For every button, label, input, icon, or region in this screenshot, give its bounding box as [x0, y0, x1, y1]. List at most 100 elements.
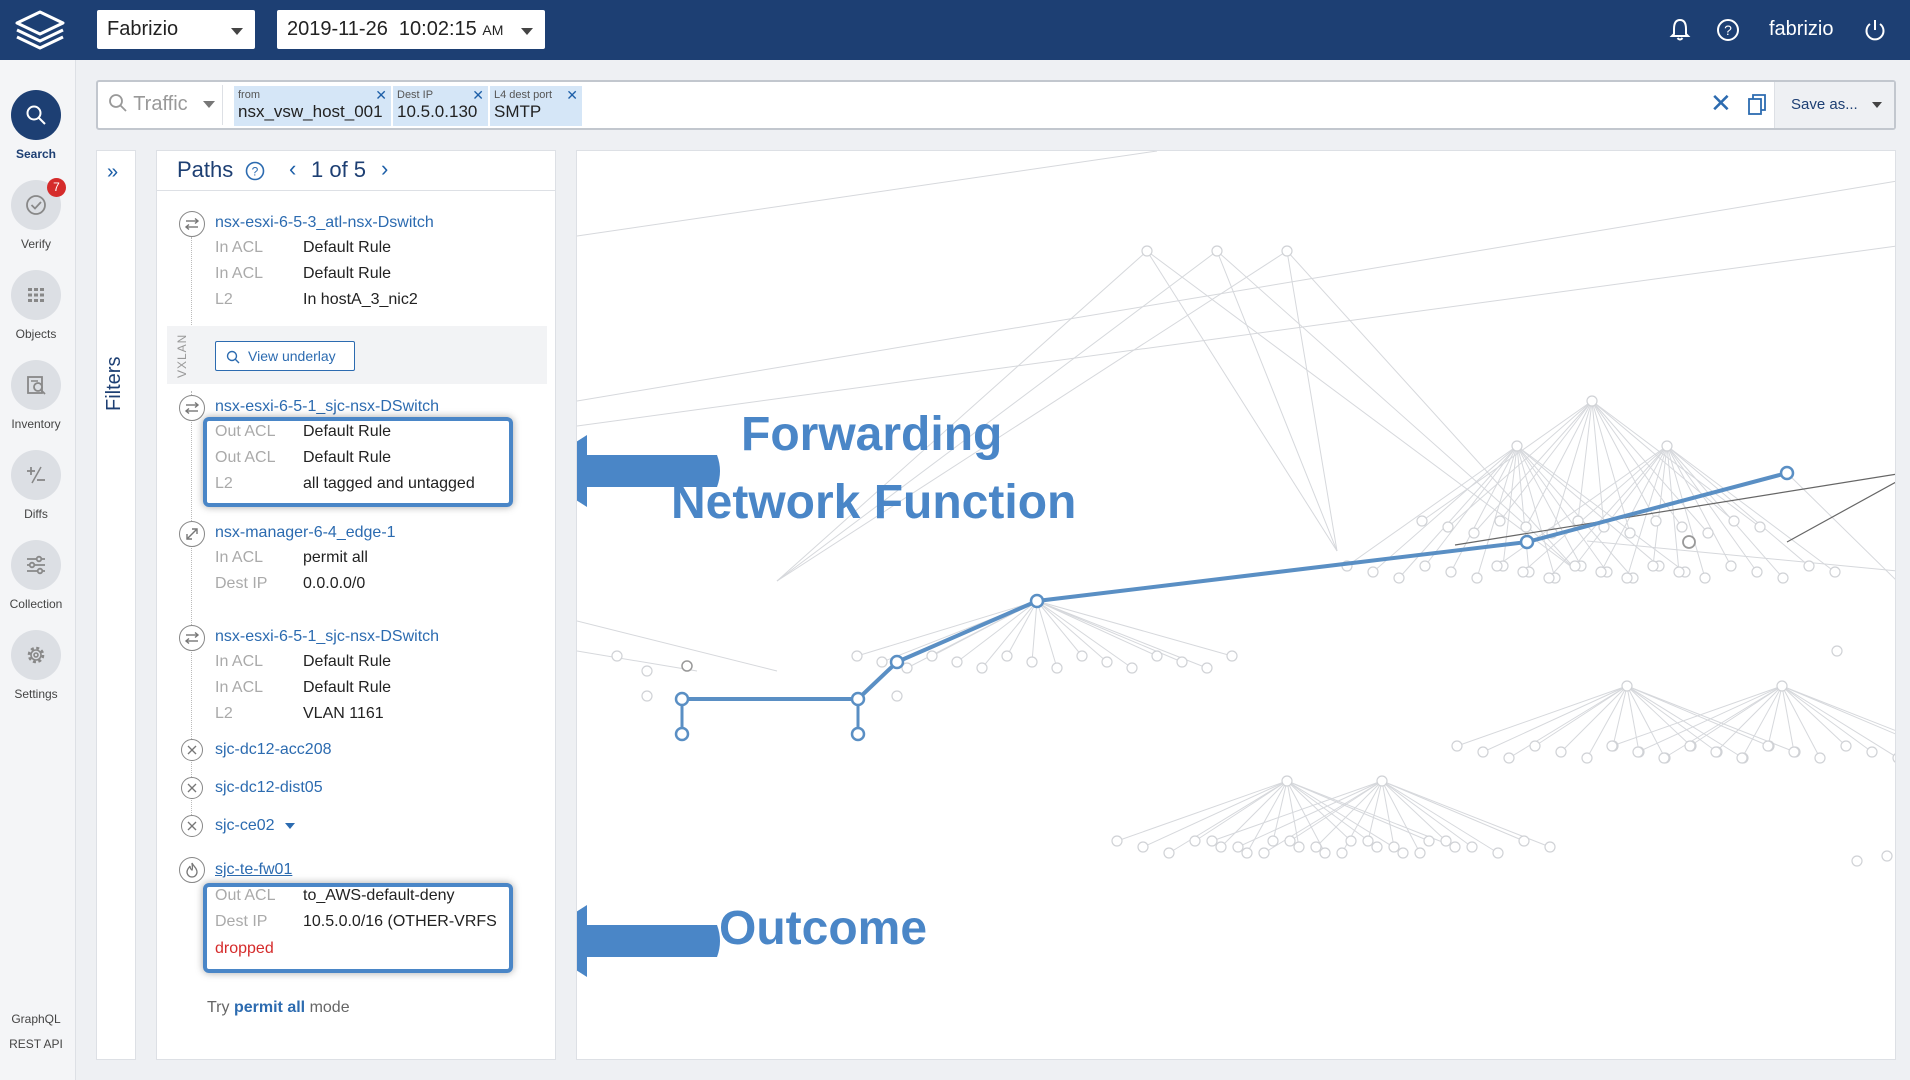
chip-remove-icon[interactable]: ✕ [375, 87, 387, 103]
hop-device-link[interactable]: sjc-ce02 [215, 817, 295, 835]
topology-node[interactable] [1555, 746, 1567, 758]
topology-node[interactable] [1586, 395, 1598, 407]
topology-node[interactable] [1751, 566, 1763, 578]
snapshot-time-dropdown[interactable]: 2019-11-26 10:02:15 AM [277, 10, 545, 49]
attr-value[interactable]: to_AWS-default-deny [303, 887, 455, 904]
path-node[interactable] [681, 660, 693, 672]
topology-node[interactable] [1621, 572, 1633, 584]
topology-node[interactable] [1419, 560, 1431, 572]
power-icon[interactable] [1862, 17, 1888, 43]
path-node[interactable] [889, 654, 905, 670]
topology-node[interactable] [1281, 245, 1293, 257]
topology-node[interactable] [1881, 850, 1893, 862]
network-select-dropdown[interactable]: Fabrizio [97, 10, 255, 49]
topology-node[interactable] [951, 656, 963, 668]
filter-chip-dest-ip[interactable]: Dest IP 10.5.0.130 ✕ [393, 86, 488, 126]
hop-device-link[interactable]: nsx-esxi-6-5-1_sjc-nsx-DSwitch [215, 628, 440, 645]
chip-value[interactable]: SMTP [494, 102, 542, 121]
topology-node[interactable] [1126, 662, 1138, 674]
topology-node[interactable] [1414, 847, 1426, 859]
topology-node[interactable] [1699, 572, 1711, 584]
rest-api-link[interactable]: REST API [9, 1037, 63, 1051]
topology-node[interactable] [1621, 680, 1633, 692]
topology-node[interactable] [891, 690, 903, 702]
hop-device-link[interactable]: sjc-te-fw01 [215, 861, 293, 878]
chip-remove-icon[interactable]: ✕ [566, 87, 578, 103]
topology-node[interactable] [1650, 515, 1662, 527]
topology-node[interactable] [1511, 440, 1523, 452]
topology-node[interactable] [1684, 740, 1696, 752]
topology-node[interactable] [1595, 566, 1607, 578]
topology-node[interactable] [1393, 572, 1405, 584]
path-node[interactable] [1779, 465, 1795, 481]
path-node[interactable] [1519, 534, 1535, 550]
topology-node[interactable] [1754, 521, 1766, 533]
hop-device-link[interactable]: sjc-dc12-dist05 [215, 779, 323, 796]
attr-value[interactable]: Default Rule [303, 265, 392, 282]
nav-collection-button[interactable] [11, 540, 61, 590]
topology-node[interactable] [851, 650, 863, 662]
hop-device-link[interactable]: sjc-dc12-acc208 [215, 741, 332, 758]
attr-value[interactable]: permit all [303, 549, 368, 566]
topology-node[interactable] [1449, 841, 1461, 853]
attr-value[interactable]: 0.0.0.0/0 [303, 575, 366, 592]
topology-node[interactable] [1163, 847, 1175, 859]
graphql-link[interactable]: GraphQL [11, 1012, 61, 1026]
bell-icon[interactable] [1667, 17, 1693, 43]
topology-node[interactable] [1581, 752, 1593, 764]
topology-node[interactable] [1215, 841, 1227, 853]
topology-node[interactable] [1423, 835, 1435, 847]
topology-node[interactable] [641, 690, 653, 702]
topology-node[interactable] [1468, 527, 1480, 539]
topology-node[interactable] [641, 665, 653, 677]
nav-collection[interactable]: Collection [0, 540, 72, 611]
topology-node[interactable] [1051, 662, 1063, 674]
expand-filters-icon[interactable]: » [107, 161, 119, 183]
topology-node[interactable] [1345, 835, 1357, 847]
topology-node[interactable] [1702, 527, 1714, 539]
topology-node[interactable] [876, 656, 888, 668]
save-as-button[interactable]: Save as... [1774, 82, 1894, 128]
topology-node[interactable] [1788, 746, 1800, 758]
path-node[interactable] [1029, 593, 1045, 609]
view-underlay-button[interactable]: View underlay [215, 341, 355, 371]
topology-node[interactable] [1319, 847, 1331, 859]
copy-icon[interactable] [1746, 93, 1768, 117]
next-path-icon[interactable]: › [381, 156, 389, 181]
topology-node[interactable] [1606, 740, 1618, 752]
nav-inventory[interactable]: Inventory [0, 360, 72, 431]
search-mode-select[interactable]: Traffic [108, 93, 216, 116]
topology-node[interactable] [1241, 847, 1253, 859]
help-icon[interactable]: ? [1715, 17, 1741, 43]
topology-node[interactable] [1543, 572, 1555, 584]
topology-node[interactable] [1388, 841, 1400, 853]
filters-label[interactable]: Filters [103, 356, 125, 411]
topology-node[interactable] [1762, 740, 1774, 752]
topology-node[interactable] [1851, 855, 1863, 867]
topology-node[interactable] [1866, 746, 1878, 758]
topology-node[interactable] [1137, 841, 1149, 853]
topology-node[interactable] [1776, 680, 1788, 692]
topology-node[interactable] [1336, 847, 1348, 859]
topology-node[interactable] [1503, 752, 1515, 764]
topology-node[interactable] [1226, 650, 1238, 662]
topology-graph-panel[interactable]: Forwarding Network Function Outcome [576, 150, 1896, 1060]
topology-node[interactable] [1491, 560, 1503, 572]
topology-node[interactable] [1477, 746, 1489, 758]
topology-node[interactable] [1658, 752, 1670, 764]
topology-node[interactable] [1206, 835, 1218, 847]
attr-value[interactable]: Default Rule [303, 653, 392, 670]
attr-value[interactable]: 10.5.0.0/16 (OTHER-VRFS [303, 913, 497, 930]
topology-node[interactable] [1632, 746, 1644, 758]
topology-node[interactable] [926, 650, 938, 662]
help-icon[interactable]: ? [245, 161, 265, 181]
filter-chip-l4-dest-port[interactable]: L4 dest port SMTP ✕ [490, 86, 582, 126]
hop-device-link[interactable]: nsx-manager-6-4_edge-1 [215, 524, 396, 541]
attr-value[interactable]: VLAN 1161 [303, 705, 384, 722]
username[interactable]: fabrizio [1769, 18, 1834, 40]
topology-node[interactable] [1710, 746, 1722, 758]
path-node[interactable] [1682, 535, 1696, 549]
topology-node[interactable] [1466, 841, 1478, 853]
topology-node[interactable] [611, 650, 623, 662]
topology-node[interactable] [1777, 572, 1789, 584]
